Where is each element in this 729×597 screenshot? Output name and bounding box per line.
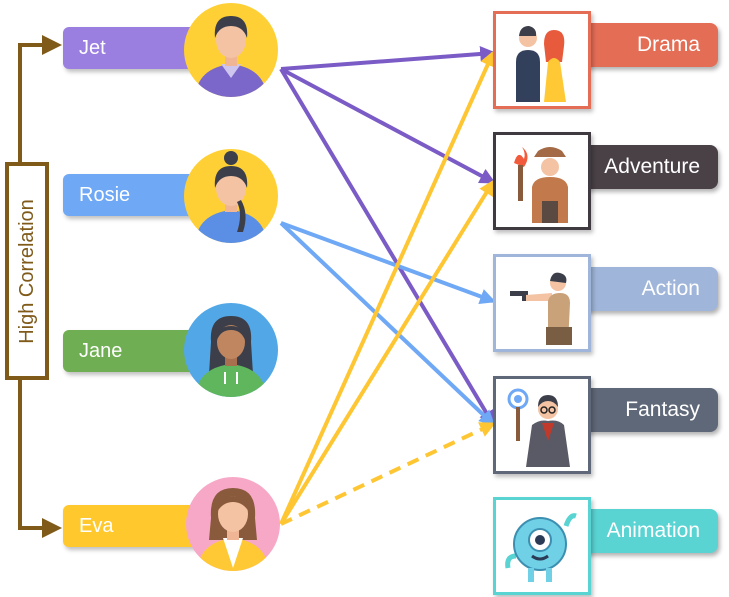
genre-name-animation: Animation [606,519,700,542]
link-rosie-to-fantasy [279,221,496,427]
genre-name-fantasy: Fantasy [625,398,700,421]
woman-bun-avatar-icon [184,149,278,243]
explorer-torch-icon [514,147,568,223]
user-name-jet: Jet [79,37,106,59]
cyclops-monster-icon [505,513,577,582]
genre-name-action: Action [641,277,700,300]
genre-name-adventure: Adventure [604,155,700,178]
genre-card-fantasy [493,376,591,474]
man-avatar-icon [184,3,278,97]
side-label-text: High Correlation [15,198,38,344]
high-correlation-label: High Correlation [5,162,49,380]
link-eva-to-drama [279,50,496,525]
genre-card-drama [493,11,591,109]
link-rosie-to-action [280,221,497,305]
link-jet-to-drama [280,45,497,71]
user-name-jane: Jane [79,340,123,362]
woman-blazer-avatar-icon [186,477,280,571]
gunman-icon [510,272,572,345]
genre-card-adventure [493,132,591,230]
user-name-eva: Eva [79,515,114,537]
genre-card-action [493,254,591,352]
link-eva-to-adventure [279,179,495,526]
wizard-icon [507,388,570,467]
genre-name-drama: Drama [636,33,700,56]
genre-card-animation [493,497,591,595]
links-layer [279,45,497,526]
link-jet-to-adventure [280,67,496,184]
couple-icon [516,26,566,102]
link-jet-to-fantasy [279,67,495,427]
user-name-rosie: Rosie [79,184,131,206]
woman-long-hair-avatar-icon [184,303,278,397]
